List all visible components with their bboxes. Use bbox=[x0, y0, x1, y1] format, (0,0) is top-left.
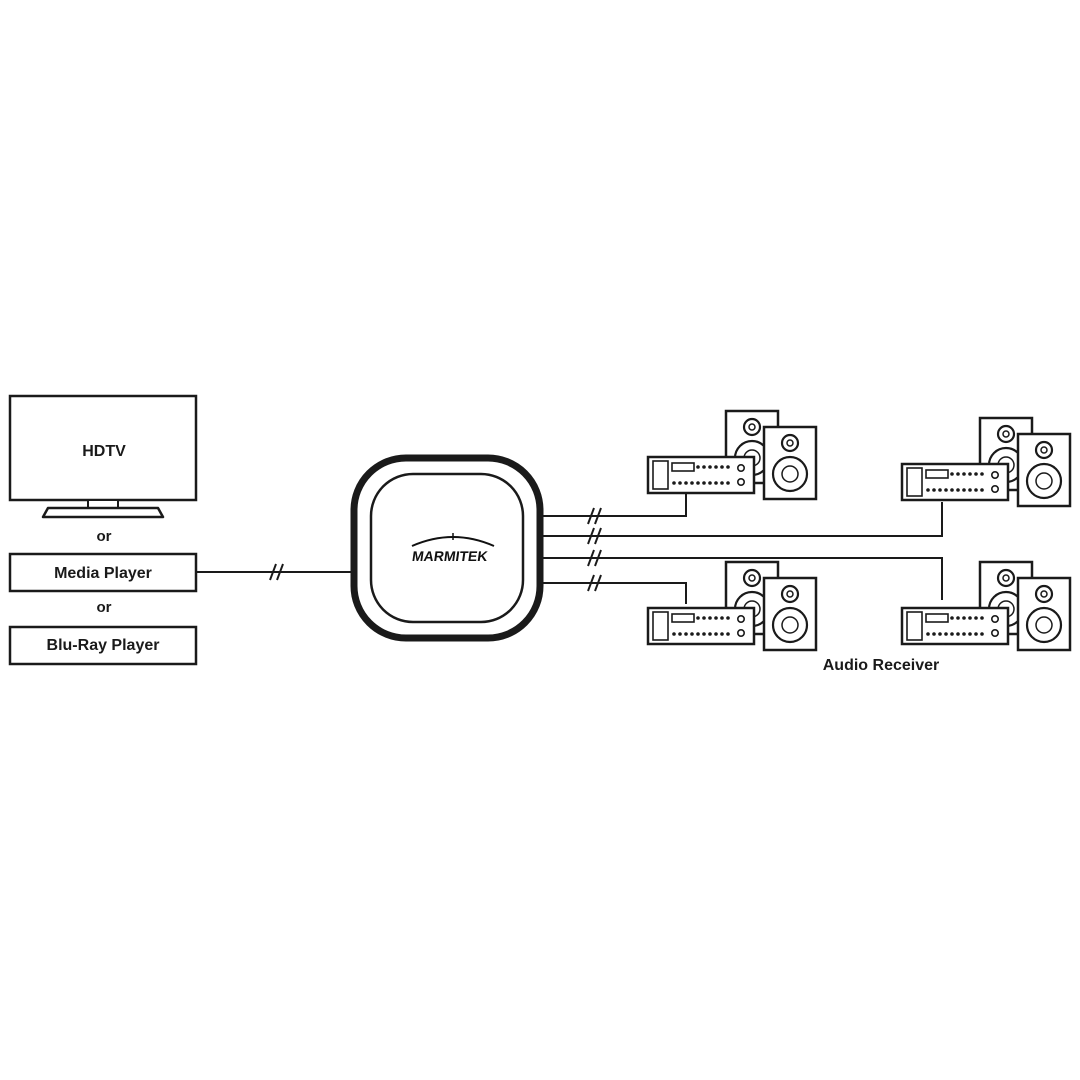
media-player-device: Media Player bbox=[8, 552, 198, 593]
audio-receiver-set bbox=[648, 411, 816, 499]
bluray-player-label: Blu-Ray Player bbox=[47, 637, 160, 654]
audio-receiver-set bbox=[648, 562, 816, 650]
audio-receiver-set bbox=[902, 418, 1070, 506]
marmitek-logo: MARMITEK bbox=[411, 533, 495, 564]
or-label: or bbox=[97, 528, 112, 545]
hdtv-label: HDTV bbox=[82, 443, 126, 460]
audio-receiver-label: Audio Receiver bbox=[823, 657, 939, 674]
hdtv-device: HDTV bbox=[8, 394, 198, 519]
audio-receiver-set bbox=[902, 562, 1070, 650]
bluray-player-device: Blu-Ray Player bbox=[8, 625, 198, 666]
brand-text: MARMITEK bbox=[411, 548, 489, 564]
or-label: or bbox=[97, 599, 112, 616]
output-cables bbox=[540, 494, 943, 604]
marmitek-hub: MARMITEK bbox=[350, 454, 544, 642]
input-cable bbox=[196, 563, 355, 581]
media-player-label: Media Player bbox=[54, 565, 152, 582]
